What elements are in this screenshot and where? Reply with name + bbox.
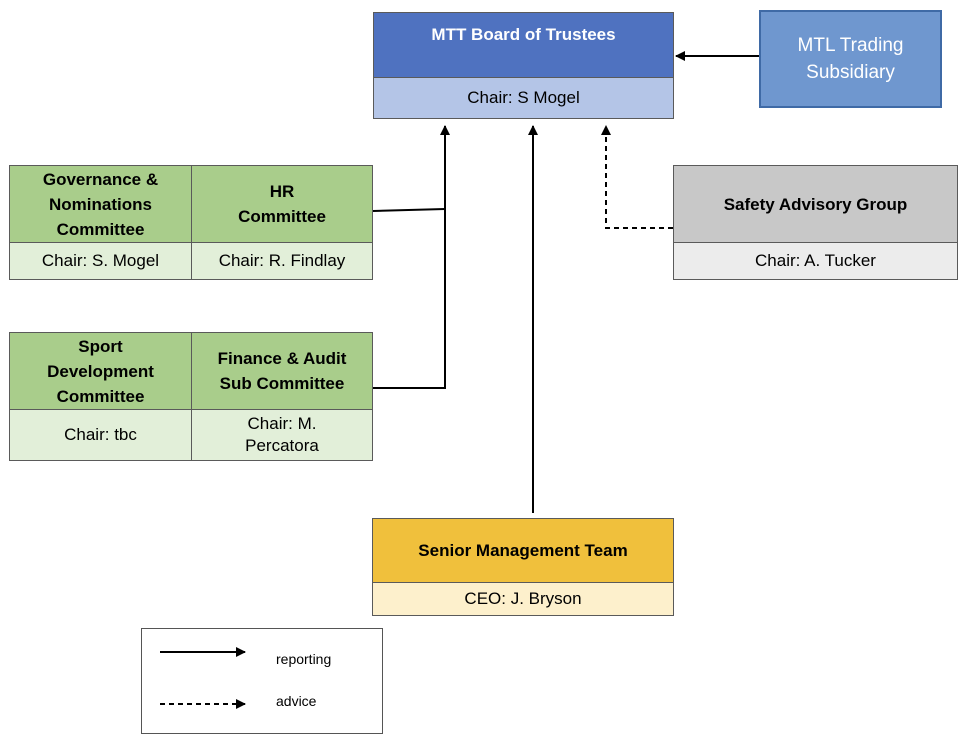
finance-chair-box: Chair: M. Percatora xyxy=(191,409,373,461)
safety-to-board-advice-arrow xyxy=(601,125,673,229)
board-title: MTT Board of Trustees xyxy=(431,25,616,44)
governance-chair: Chair: S. Mogel xyxy=(41,251,160,270)
legend-reporting-label: reporting xyxy=(276,651,332,667)
safety-chair-box: Chair: A. Tucker xyxy=(673,242,958,280)
smt-title: Senior Management Team xyxy=(418,541,628,560)
smt-title-box: Senior Management Team xyxy=(372,518,674,583)
sport-chair-box: Chair: tbc xyxy=(9,409,192,461)
hr-chair: Chair: R. Findlay xyxy=(218,251,346,270)
governance-title-box: Governance & Nominations Committee xyxy=(9,165,192,243)
safety-title-box: Safety Advisory Group xyxy=(673,165,958,243)
finance-title: Finance & Audit Sub Committee xyxy=(217,349,347,393)
trading-subsidiary-box: MTL Trading Subsidiary xyxy=(759,10,942,108)
board-chair: Chair: S Mogel xyxy=(467,88,580,107)
finance-title-box: Finance & Audit Sub Committee xyxy=(191,332,373,410)
sport-title-box: Sport Development Committee xyxy=(9,332,192,410)
legend-frame xyxy=(141,628,383,734)
governance-title: Governance & Nominations Committee xyxy=(42,169,159,239)
legend-advice-label: advice xyxy=(276,693,317,709)
sport-title: Sport Development Committee xyxy=(47,336,154,406)
board-title-box: MTT Board of Trustees xyxy=(373,12,674,78)
hr-title-box: HR Committee xyxy=(191,165,373,243)
safety-chair: Chair: A. Tucker xyxy=(755,251,876,270)
hr-title: HR Committee xyxy=(238,182,326,226)
smt-ceo-box: CEO: J. Bryson xyxy=(372,582,674,616)
board-chair-box: Chair: S Mogel xyxy=(373,77,674,119)
hr-chair-box: Chair: R. Findlay xyxy=(191,242,373,280)
hr-connector xyxy=(372,208,446,212)
trading-subsidiary-title: MTL Trading Subsidiary xyxy=(797,35,904,83)
safety-title: Safety Advisory Group xyxy=(723,194,908,214)
sport-chair: Chair: tbc xyxy=(64,425,137,444)
finance-chair: Chair: M. Percatora xyxy=(245,414,319,455)
finance-connector xyxy=(373,209,446,389)
smt-ceo: CEO: J. Bryson xyxy=(464,589,582,608)
governance-chair-box: Chair: S. Mogel xyxy=(9,242,192,280)
